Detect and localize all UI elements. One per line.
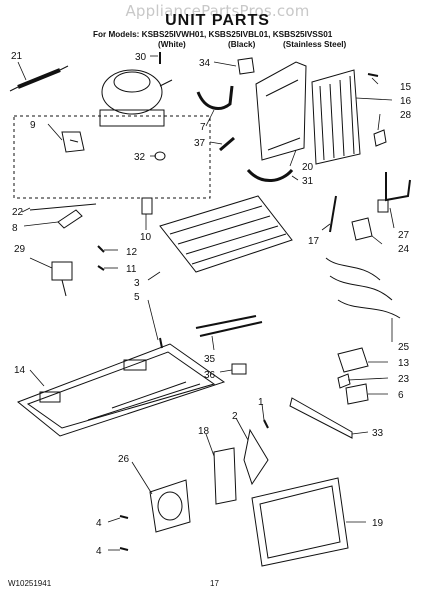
callout: 14 — [14, 365, 26, 376]
part-15-screw — [367, 73, 379, 77]
page-number: 17 — [210, 579, 219, 588]
callout: 19 — [372, 518, 384, 529]
callout: 34 — [199, 58, 211, 69]
callout: 3 — [134, 278, 140, 289]
callout: 29 — [14, 244, 26, 255]
part-32-grommet — [154, 151, 166, 161]
callout: 30 — [135, 52, 147, 63]
part-3-condenser — [159, 195, 293, 273]
callout: 37 — [194, 138, 206, 149]
part-29-relay — [51, 261, 73, 297]
part-9-dashed-box — [13, 115, 211, 199]
part-33-strip — [289, 397, 353, 439]
part-11-screw — [97, 265, 105, 271]
callout: 17 — [308, 236, 320, 247]
part-6-box — [345, 383, 369, 405]
part-22-rod — [29, 203, 97, 211]
part-26-fan-motor — [149, 479, 191, 533]
part-34-clip — [237, 57, 255, 75]
callout: 31 — [302, 176, 314, 187]
variant-white: (White) — [158, 40, 186, 49]
part-compressor — [99, 69, 173, 127]
part-17-wire — [329, 195, 337, 233]
part-10-cylinder — [141, 197, 153, 215]
callout: 2 — [232, 411, 238, 422]
part-36-cap — [231, 363, 247, 375]
callout: 18 — [198, 426, 210, 437]
callout: 11 — [126, 264, 137, 275]
part-27-bracket — [377, 172, 411, 213]
callout-labels: 21 30 34 15 16 9 7 37 28 32 20 31 22 8 1… — [11, 51, 412, 557]
part-14-base-pan — [17, 343, 226, 437]
callout: 20 — [302, 162, 314, 173]
part-31-tube — [246, 168, 294, 182]
part-23-clip — [337, 373, 351, 389]
variant-stainless: (Stainless Steel) — [283, 40, 347, 49]
callout: 22 — [12, 207, 24, 218]
callout: 4 — [96, 518, 102, 529]
callout: 25 — [398, 342, 410, 353]
callout: 27 — [398, 230, 410, 241]
part-19-drain-pan — [251, 477, 349, 567]
part-5-screw — [159, 337, 163, 349]
part-21-tube — [9, 65, 69, 92]
part-37-tube — [219, 136, 235, 152]
callout: 10 — [140, 232, 152, 243]
callout: 28 — [400, 110, 412, 121]
part-24-module — [351, 217, 373, 241]
callout: 15 — [400, 82, 412, 93]
callout: 36 — [204, 370, 216, 381]
part-4-screw-a — [119, 515, 129, 519]
callout: 1 — [258, 397, 264, 408]
variant-black: (Black) — [228, 40, 256, 49]
part-18-fan-bracket — [213, 447, 237, 505]
part-13-board — [337, 347, 369, 373]
page-title: UNIT PARTS — [165, 12, 270, 29]
part-1-screw — [263, 419, 269, 429]
callout: 21 — [11, 51, 23, 62]
callout: 33 — [372, 428, 384, 439]
part-7-tube — [196, 85, 234, 110]
part-9-bracket — [61, 131, 85, 153]
part-2-fan-blade — [243, 428, 269, 486]
callout: 16 — [400, 96, 412, 107]
doc-number: W10251941 — [8, 579, 52, 588]
part-28-clip — [373, 129, 387, 147]
models-line: For Models: KSBS25IVWH01, KSBS25IVBL01, … — [93, 30, 333, 39]
part-25-harness — [325, 257, 401, 319]
part-8-insulator — [57, 209, 83, 229]
watermark: AppliancePartsPros.com — [125, 2, 310, 20]
callout: 23 — [398, 374, 410, 385]
callout: 5 — [134, 292, 140, 303]
callout: 24 — [398, 244, 410, 255]
callout: 4 — [96, 546, 102, 557]
callout: 9 — [30, 120, 36, 131]
callout: 12 — [126, 247, 138, 258]
callout: 6 — [398, 390, 404, 401]
callout: 13 — [398, 358, 410, 369]
callout: 26 — [118, 454, 130, 465]
part-20-cover — [255, 61, 307, 161]
callout: 8 — [12, 223, 18, 234]
callout: 32 — [134, 152, 146, 163]
part-4-screw-b — [119, 547, 129, 551]
callout: 35 — [204, 354, 216, 365]
part-16-evaporator — [311, 69, 361, 165]
part-35-harness — [195, 315, 263, 337]
part-12-screw — [97, 245, 105, 253]
callout: 7 — [200, 122, 206, 133]
